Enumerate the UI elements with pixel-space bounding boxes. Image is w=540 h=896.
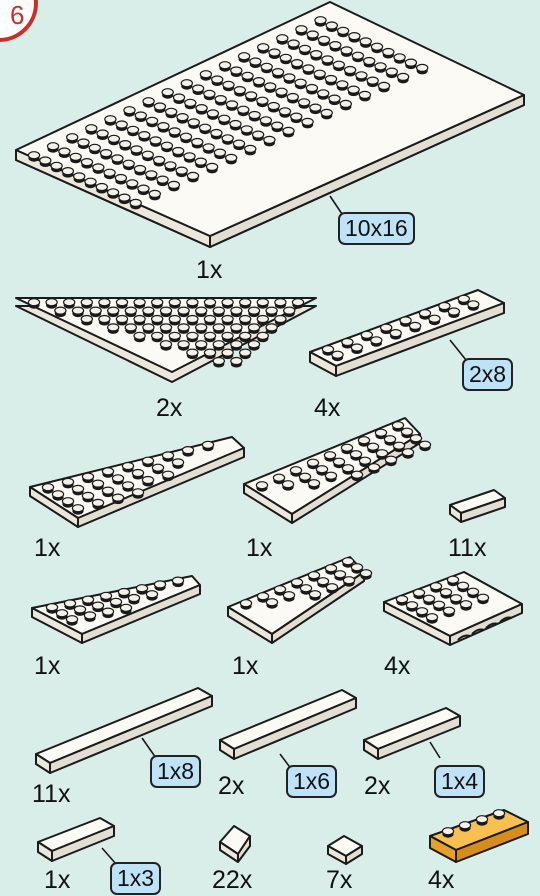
wedge-plate-left-icon	[30, 437, 244, 527]
qty-plate-1x6: 2x	[218, 774, 244, 799]
size-label-1x8: 1x8	[150, 755, 201, 788]
qty-slope-tile: 22x	[212, 868, 252, 893]
plate-1x3-icon	[38, 818, 114, 861]
wedge-plate-large-icon	[16, 298, 316, 382]
qty-plate-10x16: 1x	[196, 258, 222, 283]
qty-plate-1x4: 2x	[364, 774, 390, 799]
plate-1x6-icon	[220, 690, 356, 759]
qty-wedge-plate-right: 1x	[246, 536, 272, 561]
qty-tile-small: 11x	[448, 536, 486, 561]
wedge-plate-right-icon	[244, 418, 431, 523]
qty-wedge-plate-small-left: 1x	[34, 654, 60, 679]
size-label-2x8: 2x8	[462, 358, 513, 391]
qty-plate-2x8: 4x	[314, 396, 340, 421]
plate-with-clips-icon	[384, 572, 522, 645]
qty-tile-1x1: 7x	[326, 868, 352, 893]
qty-plate-1x8: 11x	[32, 782, 70, 807]
plate-10x16-icon	[16, 2, 524, 247]
slope-tile-icon	[220, 826, 250, 862]
size-label-10x16: 10x16	[338, 212, 415, 245]
tile-small-icon	[450, 490, 505, 522]
qty-wedge-plate-small-right: 1x	[232, 654, 258, 679]
tile-1x1-icon	[328, 836, 362, 864]
size-label-1x4: 1x4	[434, 765, 485, 798]
qty-wedge-plate-large: 2x	[156, 396, 182, 421]
qty-orange-plate-clips: 4x	[428, 868, 454, 893]
plate-1x4-icon	[364, 708, 460, 759]
wedge-plate-small-left-icon	[32, 576, 200, 643]
size-label-1x3: 1x3	[110, 862, 161, 895]
wedge-plate-small-right-icon	[228, 557, 372, 643]
qty-plate-with-clips: 4x	[384, 654, 410, 679]
orange-plate-clips-icon	[430, 810, 528, 862]
qty-wedge-plate-left: 1x	[34, 536, 60, 561]
qty-plate-1x3: 1x	[44, 868, 70, 893]
size-label-1x6: 1x6	[286, 765, 337, 798]
